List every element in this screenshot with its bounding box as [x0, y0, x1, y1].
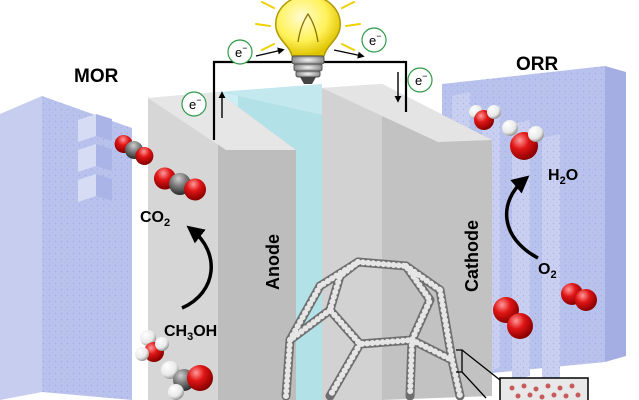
oxygen-molecule-1: [493, 297, 533, 339]
water-molecule-2: [502, 120, 544, 160]
cathode-label: Cathode: [462, 220, 482, 292]
mor-label: MOR: [74, 66, 119, 87]
anode-label: Anode: [263, 234, 283, 290]
co2-molecule-2: [153, 167, 207, 201]
light-rays: [255, 1, 361, 51]
electron-badge-2: e−: [361, 27, 387, 53]
methanol-molecule-1: [135, 330, 169, 362]
oxygen-molecule-2: [561, 283, 597, 311]
zoom-callout: [456, 349, 501, 399]
water-molecule-1: [469, 105, 501, 130]
co2-label: CO2: [140, 209, 170, 229]
svg-text:e−: e−: [189, 95, 202, 112]
electron-badge-3: e−: [181, 91, 207, 117]
svg-text:e−: e−: [415, 71, 428, 88]
orr-label: ORR: [516, 54, 559, 75]
orr-reaction-arrow: [504, 175, 539, 260]
inset-particles: [509, 383, 581, 400]
electron-badge-1: e−: [227, 39, 253, 65]
methanol-molecule-2: [161, 361, 213, 400]
mor-reaction-arrow: [181, 225, 213, 310]
svg-text:e−: e−: [369, 31, 382, 48]
anode-flow-plate: [0, 96, 132, 400]
zoom-inset: [499, 377, 589, 400]
ch3oh-label: CH3OH: [164, 323, 217, 343]
svg-text:e−: e−: [235, 43, 248, 60]
light-bulb-icon: [255, 0, 361, 84]
co2-molecule-1: [114, 135, 154, 165]
electron-flow-arrows: [218, 47, 402, 118]
external-circuit: [212, 60, 408, 140]
nanostructure-framework: [281, 257, 465, 400]
o2-label: O2: [538, 261, 557, 281]
electron-badge-4: e−: [407, 67, 433, 93]
h2o-label: H2O: [548, 167, 578, 187]
